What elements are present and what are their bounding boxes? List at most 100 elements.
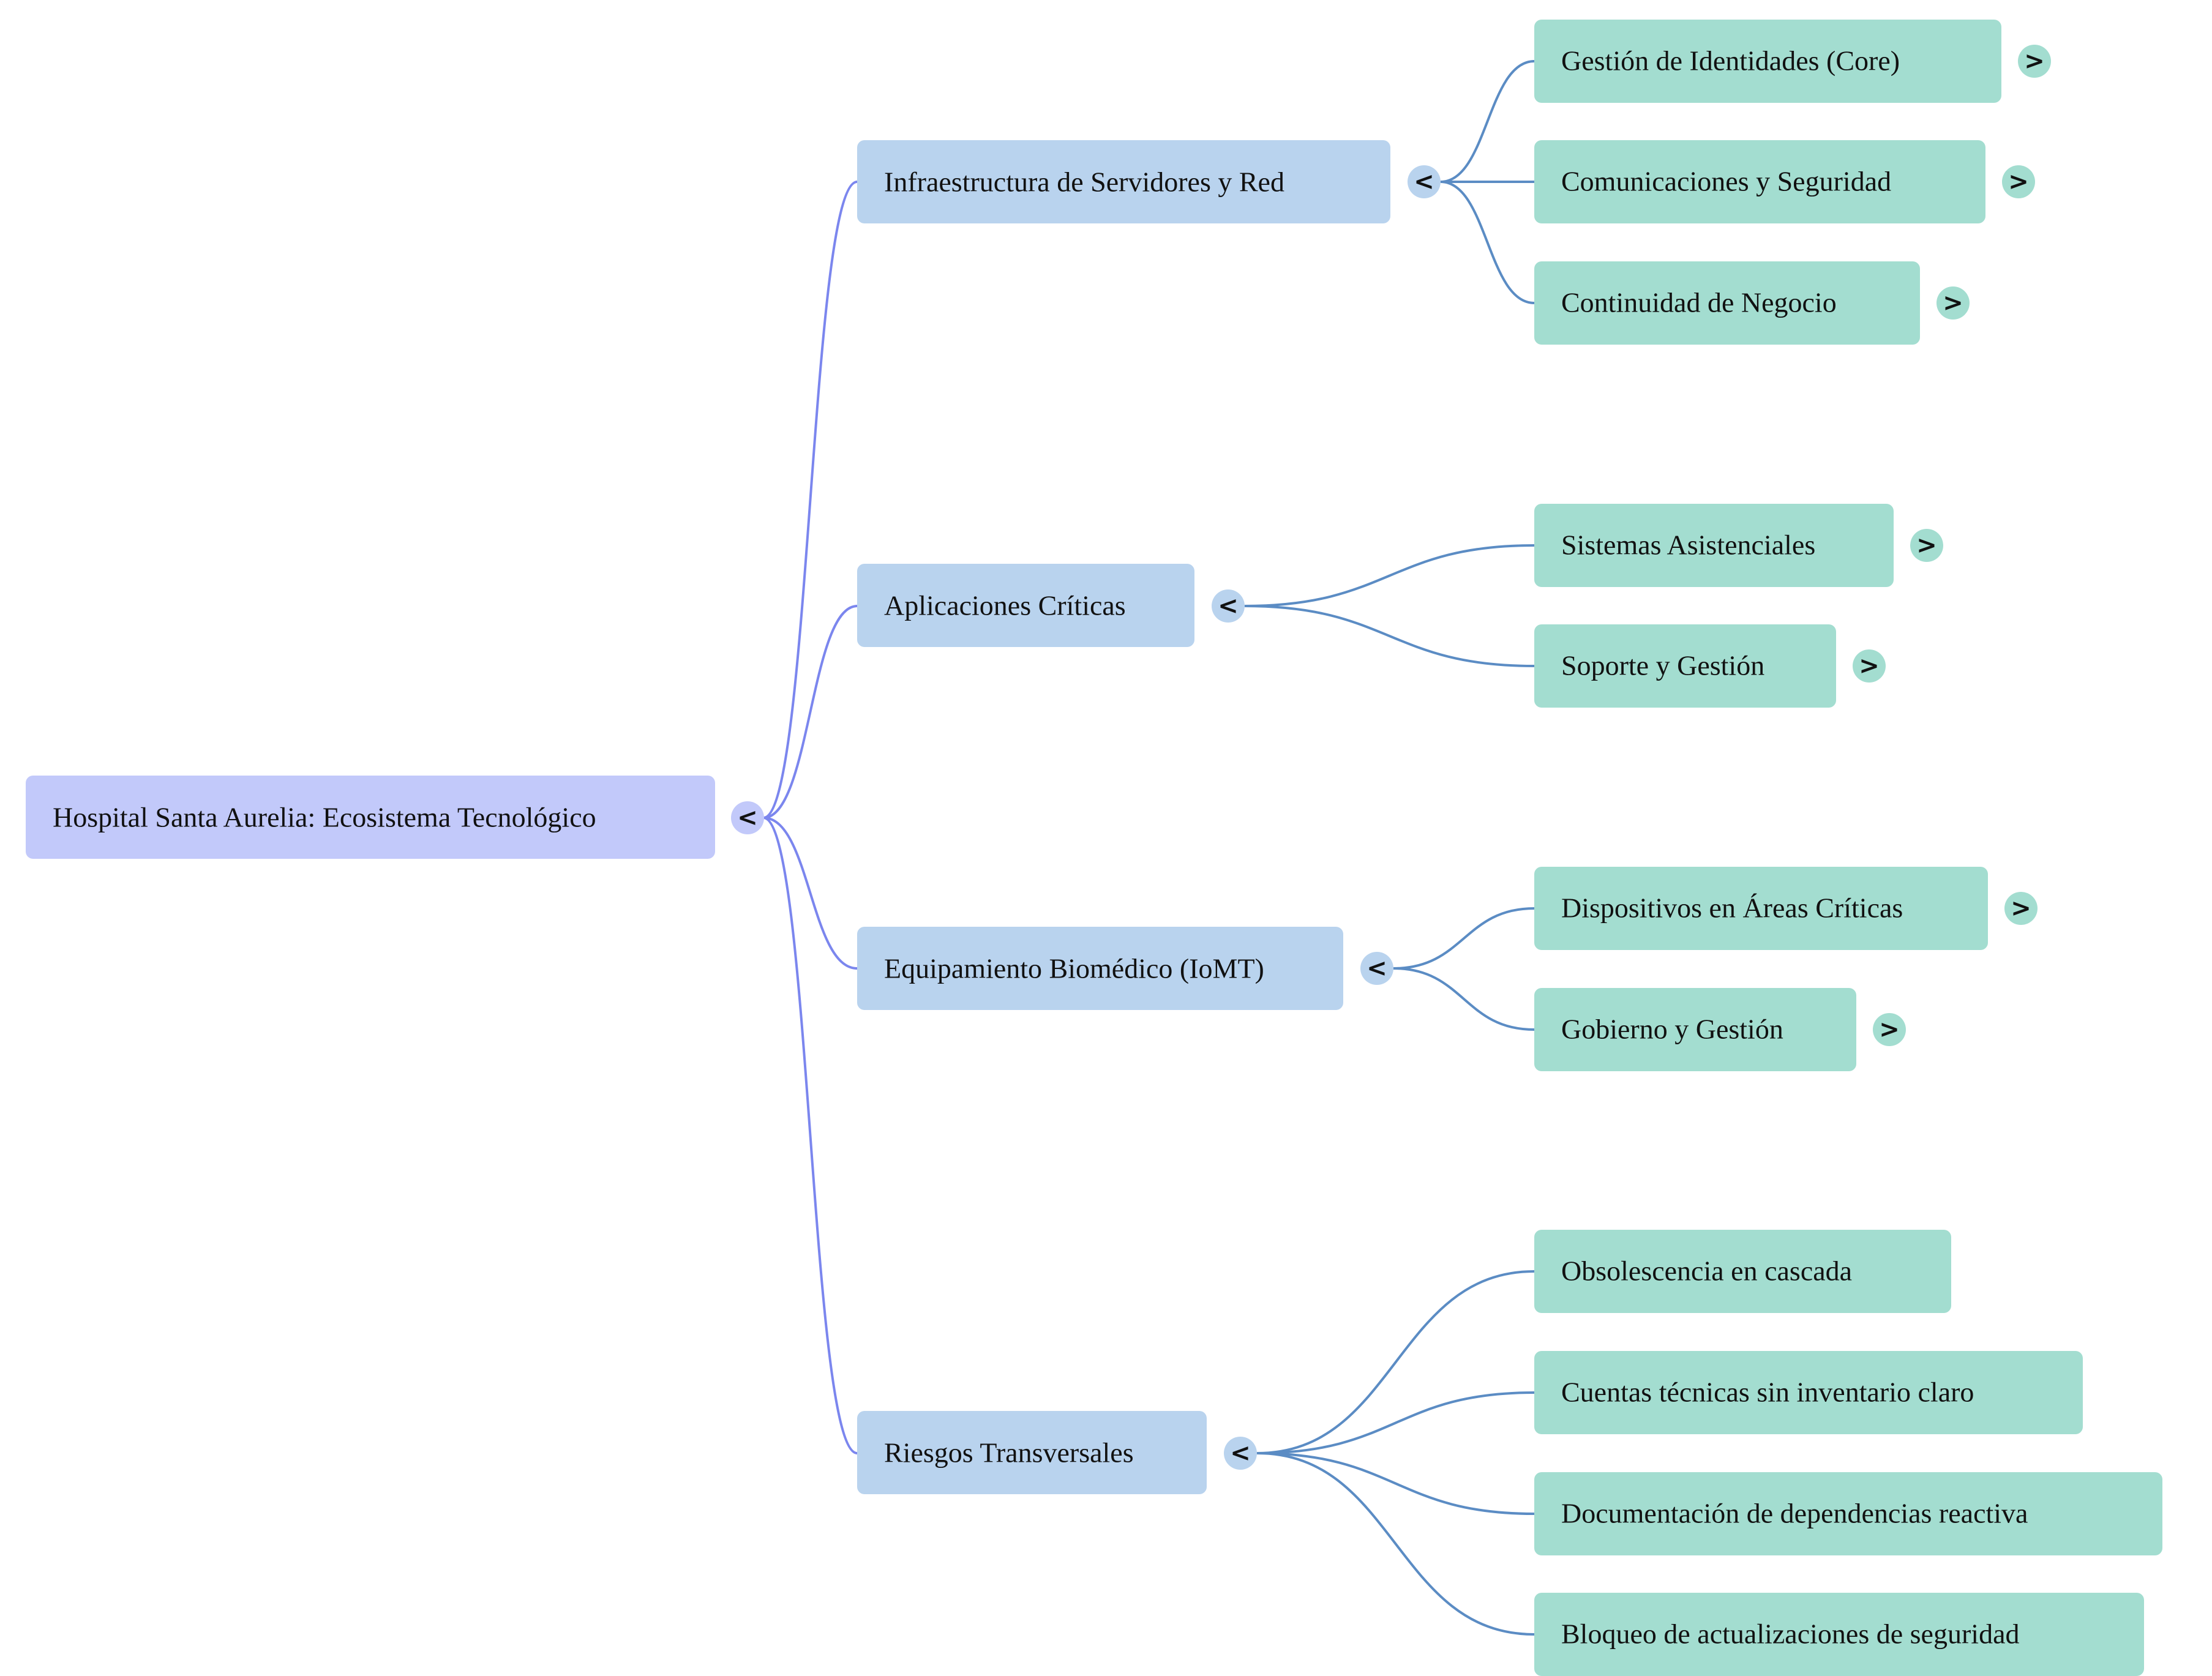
collapse-icon[interactable]: <	[1408, 165, 1441, 198]
leaf-toggle-glyph: >	[1943, 289, 1963, 317]
leaf-node-gobierno[interactable]: Gobierno y Gestión	[1534, 988, 1856, 1071]
leaf-toggle[interactable]	[1910, 529, 1943, 562]
branch-toggle-glyph: <	[1367, 954, 1387, 982]
expand-icon[interactable]: >	[1873, 1013, 1906, 1046]
leaf-node-continuidad[interactable]: Continuidad de Negocio	[1534, 261, 1920, 345]
edges-layer	[763, 60, 1535, 1636]
leaf-node-box[interactable]	[1534, 1230, 1951, 1313]
branch-toggle[interactable]	[1224, 1437, 1257, 1470]
leaf-node-box[interactable]	[1534, 504, 1894, 587]
leaf-toggle[interactable]	[1853, 649, 1886, 683]
expand-icon[interactable]: >	[2004, 892, 2038, 925]
leaf-toggle-glyph: >	[1859, 652, 1880, 680]
branch-leaf-connector	[1244, 544, 1535, 607]
root-node-box[interactable]	[26, 776, 715, 859]
leaf-toggle-glyph: >	[1879, 1016, 1900, 1044]
branch-node-label: Infraestructura de Servidores y Red	[884, 166, 1284, 198]
leaf-node-box[interactable]	[1534, 624, 1836, 708]
leaf-toggle[interactable]	[2004, 892, 2038, 925]
leaf-node-label: Obsolescencia en cascada	[1561, 1255, 1852, 1287]
branch-node-box[interactable]	[857, 564, 1194, 647]
leaf-toggle-glyph: >	[2008, 168, 2029, 196]
leaf-node-box[interactable]	[1534, 1472, 2162, 1555]
branch-node-label: Equipamiento Biomédico (IoMT)	[884, 953, 1264, 984]
root-toggle-glyph: <	[737, 804, 758, 832]
branch-node-box[interactable]	[857, 927, 1343, 1010]
leaf-node-cuentas-tecnicas[interactable]: Cuentas técnicas sin inventario claro	[1534, 1351, 2083, 1434]
branch-leaf-connector	[1440, 60, 1535, 183]
leaf-node-label: Dispositivos en Áreas Críticas	[1561, 892, 1903, 924]
leaf-node-label: Comunicaciones y Seguridad	[1561, 166, 1891, 197]
branch-node-label: Riesgos Transversales	[884, 1437, 1134, 1468]
leaf-node-box[interactable]	[1534, 140, 1985, 223]
branch-toggle-glyph: <	[1218, 592, 1239, 620]
branch-toggle-glyph: <	[1230, 1439, 1251, 1467]
leaf-toggle-glyph: >	[2011, 894, 2031, 922]
leaf-node-box[interactable]	[1534, 1593, 2144, 1676]
branch-toggle-glyph: <	[1414, 168, 1434, 196]
leaf-toggle-glyph: >	[2024, 47, 2045, 75]
leaf-node-label: Continuidad de Negocio	[1561, 287, 1837, 318]
leaf-node-soporte-gestion[interactable]: Soporte y Gestión	[1534, 624, 1836, 708]
expand-icon[interactable]: >	[2018, 45, 2051, 78]
leaf-node-label: Bloqueo de actualizaciones de seguridad	[1561, 1618, 2020, 1650]
branch-node-infraestructura[interactable]: Infraestructura de Servidores y Red	[857, 140, 1390, 223]
leaf-toggle[interactable]	[1936, 286, 1970, 320]
leaf-toggle[interactable]	[1873, 1013, 1906, 1046]
leaf-node-label: Gestión de Identidades (Core)	[1561, 45, 1900, 77]
collapse-icon[interactable]: <	[1224, 1437, 1257, 1470]
branch-node-aplicaciones[interactable]: Aplicaciones Críticas	[857, 564, 1194, 647]
leaf-node-box[interactable]	[1534, 261, 1920, 345]
root-branch-connector	[763, 181, 858, 819]
leaf-toggle[interactable]	[2002, 165, 2035, 198]
leaf-node-label: Sistemas Asistenciales	[1561, 529, 1815, 561]
branch-node-riesgos[interactable]: Riesgos Transversales	[857, 1411, 1207, 1494]
root-branch-connector	[763, 817, 858, 1454]
leaf-node-label: Gobierno y Gestión	[1561, 1014, 1783, 1045]
leaf-node-box[interactable]	[1534, 988, 1856, 1071]
expand-icon[interactable]: >	[2002, 165, 2035, 198]
leaf-node-dispositivos[interactable]: Dispositivos en Áreas Críticas	[1534, 867, 1988, 950]
leaf-node-box[interactable]	[1534, 867, 1988, 950]
expand-icon[interactable]: >	[1853, 649, 1886, 683]
branch-toggle[interactable]	[1408, 165, 1441, 198]
leaf-node-bloqueo[interactable]: Bloqueo de actualizaciones de seguridad	[1534, 1593, 2144, 1676]
collapse-icon[interactable]: <	[1360, 952, 1393, 985]
leaf-node-label: Documentación de dependencias reactiva	[1561, 1498, 2028, 1529]
leaf-node-box[interactable]	[1534, 1351, 2083, 1434]
leaf-toggle[interactable]	[2018, 45, 2051, 78]
branch-node-box[interactable]	[857, 1411, 1207, 1494]
branch-leaf-connector	[1256, 1391, 1535, 1454]
leaf-node-label: Cuentas técnicas sin inventario claro	[1561, 1377, 1974, 1408]
root-toggle[interactable]	[731, 801, 764, 834]
branch-leaf-connector	[1256, 1452, 1535, 1636]
branch-leaf-connector	[1440, 181, 1535, 304]
leaf-node-documentacion[interactable]: Documentación de dependencias reactiva	[1534, 1472, 2162, 1555]
branch-leaf-connector	[1256, 1270, 1535, 1454]
branch-toggle[interactable]	[1212, 589, 1245, 623]
branch-toggle[interactable]	[1360, 952, 1393, 985]
expand-icon[interactable]: >	[1910, 529, 1943, 562]
leaf-node-gestion-identidades[interactable]: Gestión de Identidades (Core)	[1534, 20, 2001, 103]
leaf-toggle-glyph: >	[1916, 531, 1937, 559]
leaf-node-label: Soporte y Gestión	[1561, 650, 1764, 681]
leaf-node-sistemas-asistenciales[interactable]: Sistemas Asistenciales	[1534, 504, 1894, 587]
leaf-node-comunicaciones[interactable]: Comunicaciones y Seguridad	[1534, 140, 1985, 223]
branch-leaf-connector	[1256, 1452, 1535, 1515]
collapse-icon[interactable]: <	[1212, 589, 1245, 623]
expand-icon[interactable]: >	[1936, 286, 1970, 320]
root-node[interactable]: Hospital Santa Aurelia: Ecosistema Tecno…	[26, 776, 715, 859]
leaf-node-obsolescencia[interactable]: Obsolescencia en cascada	[1534, 1230, 1951, 1313]
leaf-node-box[interactable]	[1534, 20, 2001, 103]
root-branch-connector	[763, 817, 858, 970]
root-node-label: Hospital Santa Aurelia: Ecosistema Tecno…	[53, 802, 596, 833]
branch-leaf-connector	[1393, 967, 1535, 1031]
root-branch-connector	[763, 605, 858, 819]
branch-node-label: Aplicaciones Críticas	[884, 590, 1126, 621]
collapse-icon[interactable]: <	[731, 801, 764, 834]
branch-leaf-connector	[1244, 605, 1535, 667]
branch-leaf-connector	[1393, 907, 1535, 970]
branch-node-box[interactable]	[857, 140, 1390, 223]
branch-node-equipamiento[interactable]: Equipamiento Biomédico (IoMT)	[857, 927, 1343, 1010]
